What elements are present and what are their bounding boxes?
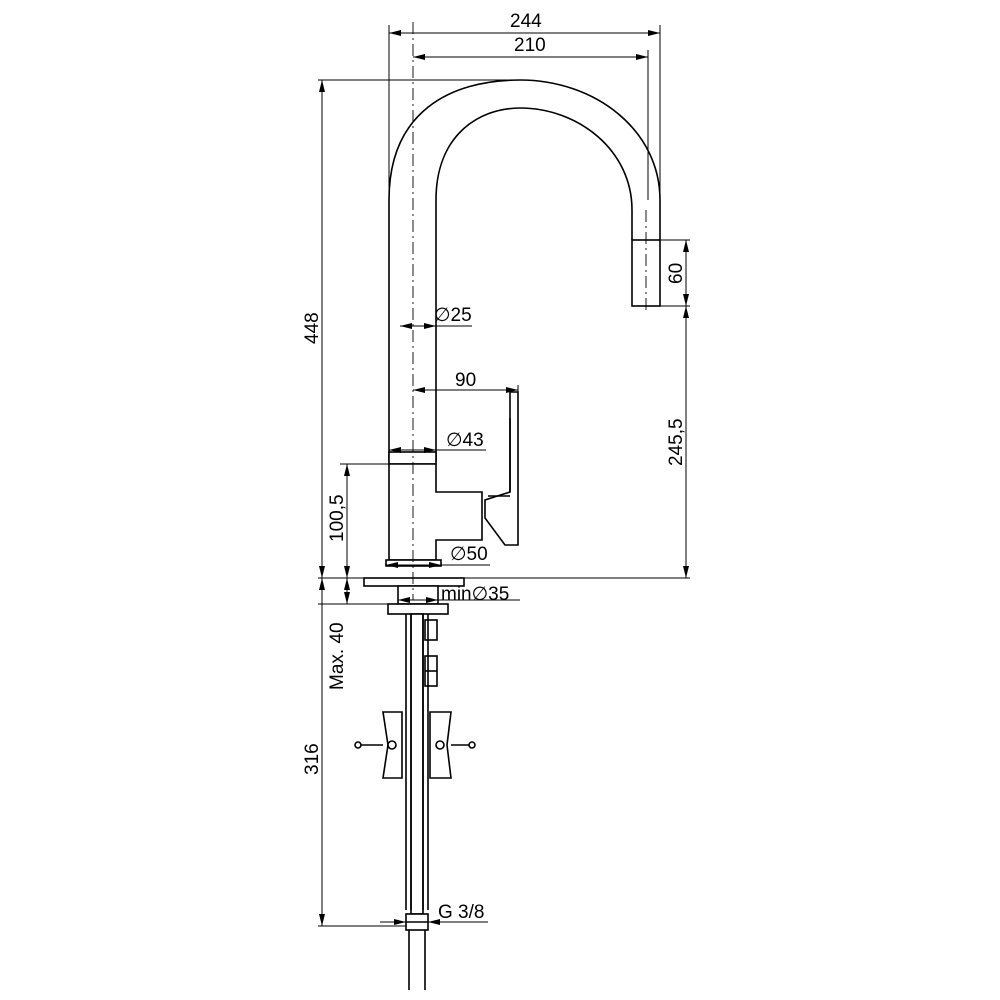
label-tube-diameter: ∅25 [434,305,472,326]
clamp-screw-left-head [354,741,362,749]
label-hole-min: min∅35 [441,584,509,605]
hose-left [405,614,412,910]
center-lines [412,22,647,600]
spout-outer-contour [388,79,661,462]
base-ring [385,559,442,567]
clamp-screw-right-head [468,741,476,749]
label-thread: G 3/8 [438,902,484,923]
hose-end [408,930,426,990]
clamp-bolt-left [387,740,397,750]
label-base-diameter: ∅50 [450,544,488,565]
rod-nut-upper [424,619,438,641]
label-height-total: 448 [302,312,323,344]
label-width-overall: 244 [510,11,542,32]
label-spout-tip: 60 [666,263,687,284]
label-lever-length: 90 [455,370,476,391]
lever-handle [484,391,519,546]
hose-right [422,614,429,910]
label-hose-length: 316 [302,743,323,775]
dimension-labels: 244 210 60 245,5 448 ∅25 90 ∅43 100,5 ∅5… [302,11,687,923]
mounting-washer [387,603,449,615]
label-body-diameter: ∅43 [446,430,484,451]
label-width-spout: 210 [514,35,546,56]
label-body-height: 100,5 [327,494,348,542]
threaded-rod [410,613,424,915]
label-deck-max: Max. 40 [327,622,348,690]
spout-inner-contour [435,107,633,462]
dimension-lines [318,25,690,927]
clamp-bolt-right [435,740,445,750]
label-spout-height: 245,5 [666,418,687,466]
faucet-outline [354,79,661,990]
tube-collar [388,451,437,465]
